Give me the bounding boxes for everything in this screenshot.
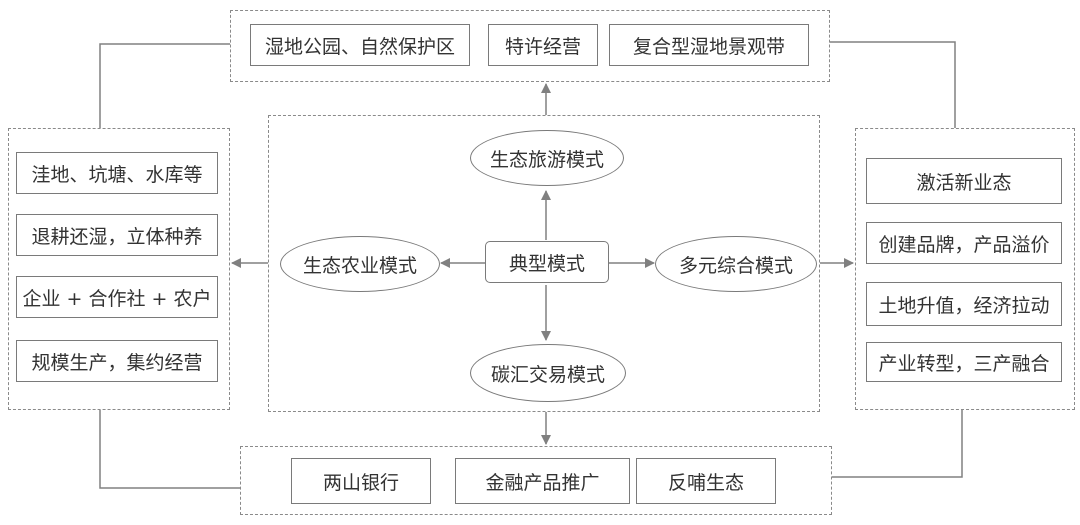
center-frame	[268, 115, 820, 412]
mode-ecotourism: 生态旅游模式	[470, 130, 624, 186]
bottom-item-bank: 两山银行	[291, 458, 431, 504]
top-item-label: 复合型湿地景观带	[632, 35, 785, 58]
bottom-item-eco-feedback: 反哺生态	[636, 458, 776, 504]
right-item-brand: 创建品牌，产品溢价	[866, 222, 1062, 264]
top-item-landscape-belt: 复合型湿地景观带	[609, 24, 809, 66]
link-right-bottom	[832, 410, 963, 478]
bottom-item-label: 反哺生态	[667, 471, 744, 494]
left-item-enterprise-coop: 企业 + 合作社 + 农户	[16, 276, 218, 318]
link-left-bottom	[99, 410, 240, 489]
mode-diversified: 多元综合模式	[655, 236, 817, 292]
mode-eco-agriculture: 生态农业模式	[280, 236, 440, 292]
right-item-industry-transform: 产业转型，三产融合	[866, 342, 1062, 382]
mode-label: 多元综合模式	[678, 254, 793, 277]
center-typical-mode: 典型模式	[485, 241, 609, 283]
mode-label: 碳汇交易模式	[490, 363, 605, 386]
right-item-new-business: 激活新业态	[866, 158, 1062, 204]
top-item-label: 特许经营	[504, 35, 581, 58]
bottom-item-label: 金融产品推广	[485, 471, 600, 494]
mode-carbon-trading: 碳汇交易模式	[470, 344, 626, 402]
top-group-frame	[230, 10, 830, 82]
mode-label: 生态旅游模式	[489, 148, 604, 171]
left-item-return-farmland: 退耕还湿，立体种养	[16, 214, 218, 256]
right-item-label: 产业转型，三产融合	[878, 352, 1050, 375]
left-item-label: 退耕还湿，立体种养	[31, 225, 203, 248]
center-label: 典型模式	[508, 252, 585, 275]
top-item-franchise: 特许经营	[488, 24, 598, 66]
right-group-frame	[855, 128, 1075, 410]
top-item-label: 湿地公园、自然保护区	[264, 35, 455, 58]
right-item-label: 激活新业态	[916, 171, 1012, 194]
left-item-scale-production: 规模生产，集约经营	[16, 340, 218, 382]
right-item-label: 创建品牌，产品溢价	[878, 233, 1050, 256]
bottom-group-frame	[240, 446, 832, 515]
left-group-frame	[8, 128, 230, 410]
bottom-item-financial-products: 金融产品推广	[455, 458, 630, 504]
top-item-wetland-park: 湿地公园、自然保护区	[250, 24, 470, 66]
right-item-land-value: 土地升值，经济拉动	[866, 282, 1062, 326]
left-item-label: 洼地、坑塘、水库等	[31, 163, 203, 186]
left-item-lowland: 洼地、坑塘、水库等	[16, 152, 218, 194]
mode-label: 生态农业模式	[302, 254, 417, 277]
left-item-label: 规模生产，集约经营	[31, 351, 203, 374]
link-top-right	[830, 41, 956, 128]
left-item-label: 企业 + 合作社 + 农户	[22, 287, 212, 310]
right-item-label: 土地升值，经济拉动	[878, 294, 1050, 317]
bottom-item-label: 两山银行	[322, 471, 399, 494]
link-top-left	[99, 43, 230, 128]
